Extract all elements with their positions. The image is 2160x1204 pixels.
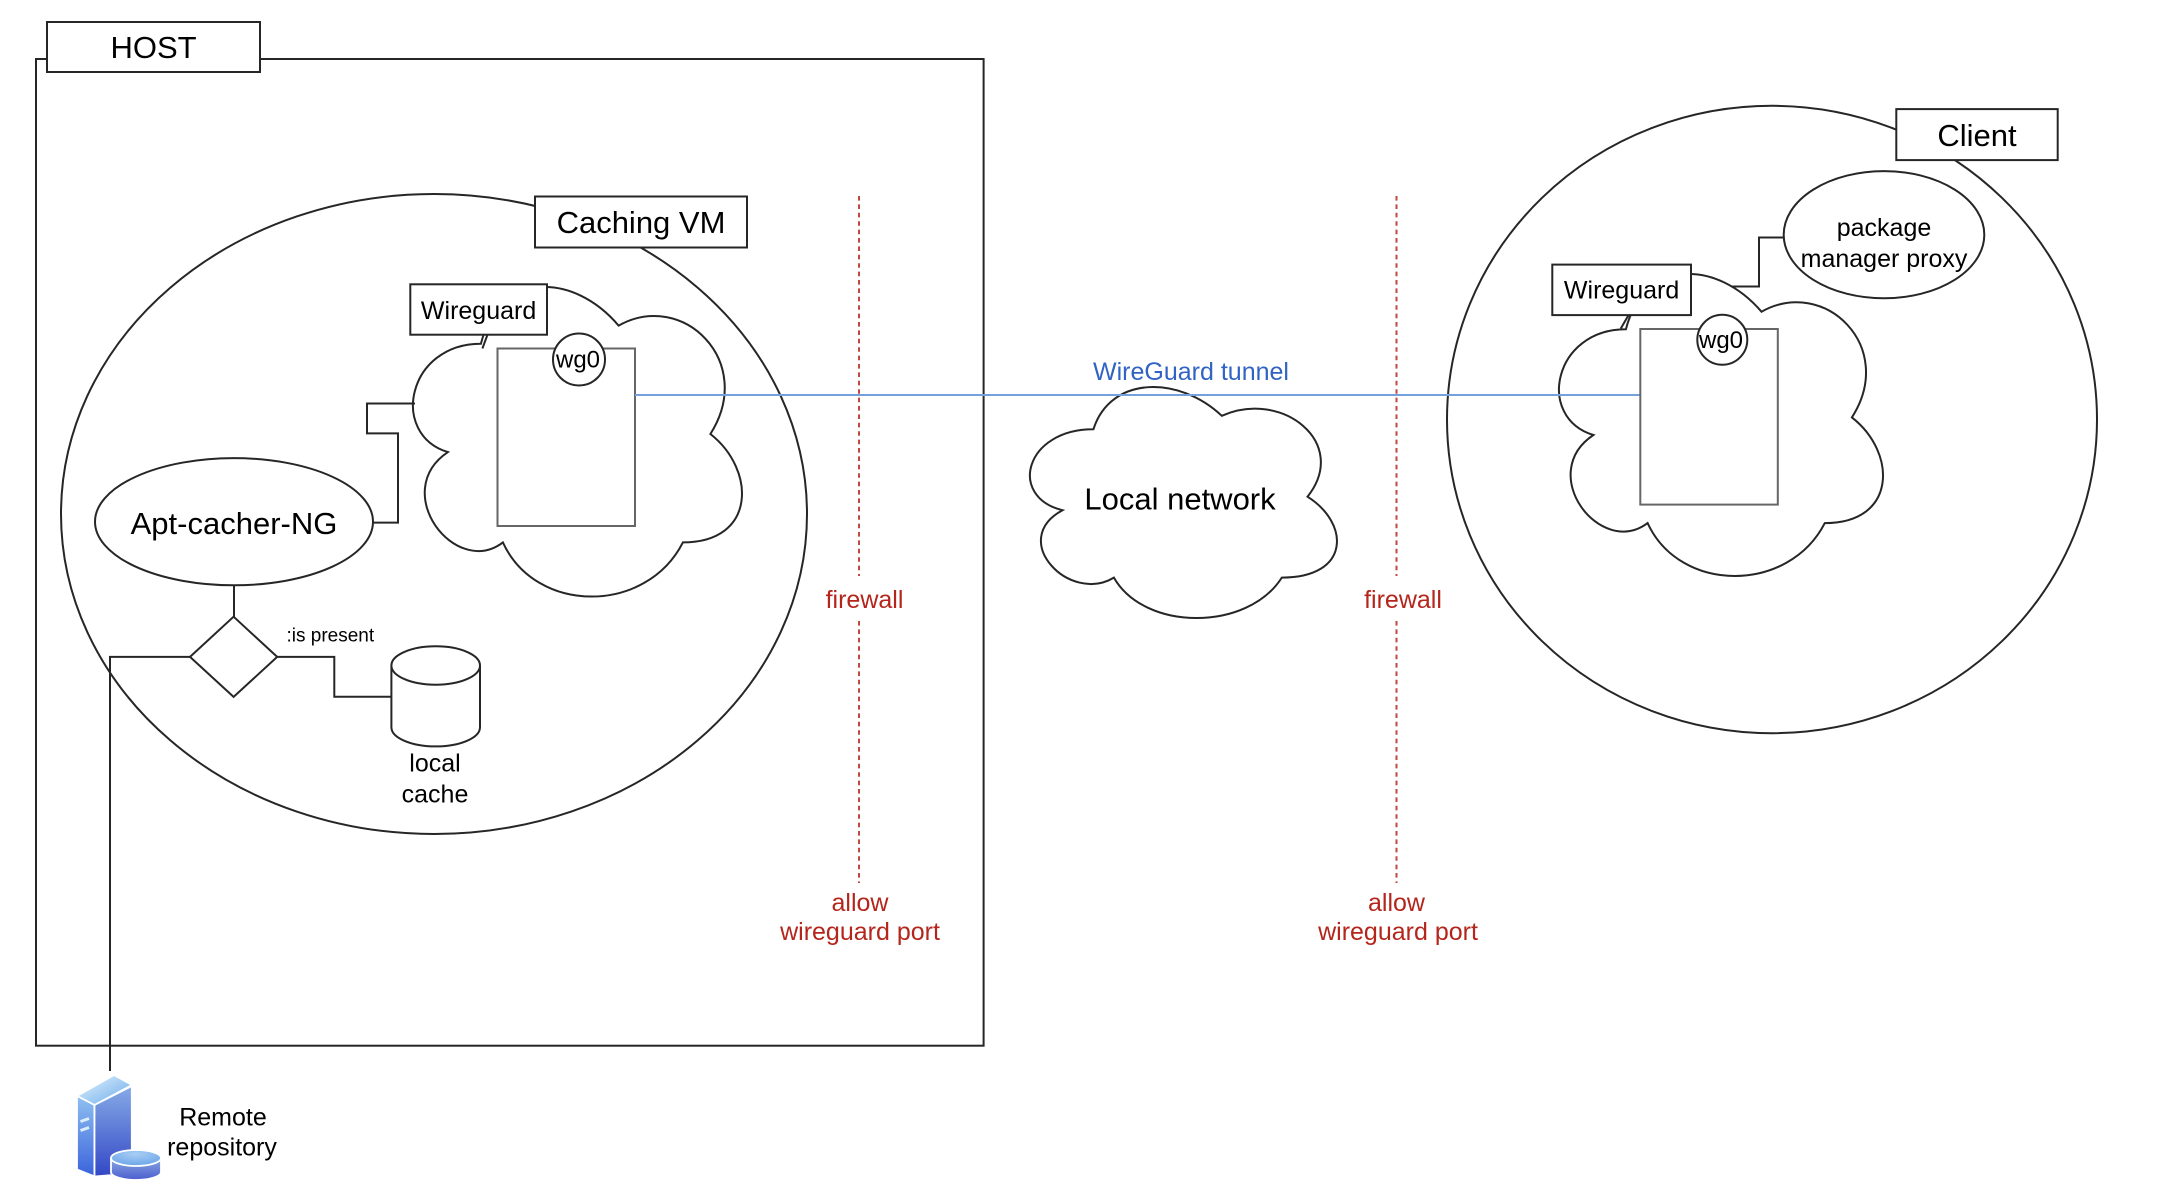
svg-text:allow: allow [1368, 889, 1426, 917]
svg-text:Caching VM: Caching VM [557, 205, 726, 240]
svg-text:wg0: wg0 [1698, 327, 1743, 354]
svg-text:Apt-cacher-NG: Apt-cacher-NG [131, 506, 338, 541]
svg-text:firewall: firewall [1364, 586, 1442, 614]
svg-text::is present: :is present [287, 626, 375, 647]
svg-text:firewall: firewall [826, 586, 904, 614]
svg-text:allow: allow [832, 889, 890, 917]
svg-text:cache: cache [402, 781, 469, 809]
svg-text:wireguard port: wireguard port [779, 918, 940, 946]
svg-text:Wireguard: Wireguard [421, 297, 536, 325]
svg-text:Local network: Local network [1084, 482, 1276, 517]
svg-text:wireguard port: wireguard port [1317, 918, 1478, 946]
svg-text:Wireguard: Wireguard [1564, 277, 1679, 305]
svg-text:Remote: Remote [179, 1104, 267, 1132]
svg-text:repository: repository [167, 1134, 277, 1162]
svg-text:wg0: wg0 [555, 347, 600, 374]
svg-text:local: local [409, 750, 460, 778]
svg-text:HOST: HOST [110, 30, 196, 65]
svg-text:Client: Client [1937, 118, 2017, 153]
svg-text:WireGuard tunnel: WireGuard tunnel [1093, 358, 1289, 386]
